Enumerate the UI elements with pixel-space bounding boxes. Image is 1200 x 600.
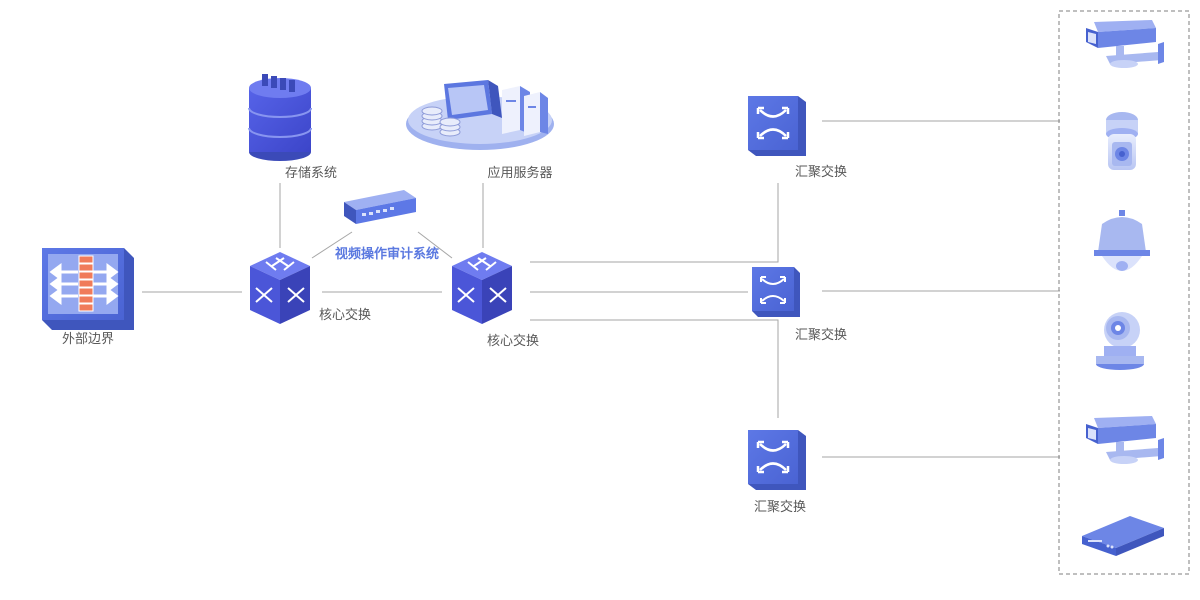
- firewall-icon: [42, 248, 134, 330]
- bullet-camera-icon: [1086, 20, 1164, 68]
- link-core2-agg-bottom: [530, 319, 779, 418]
- server-cluster-icon: [406, 80, 554, 150]
- audit-system-label: 视频操作审计系统: [334, 247, 440, 262]
- database-cylinder-icon: [248, 74, 312, 161]
- core-switch-cube-icon: [452, 252, 512, 324]
- dome-camera-icon: [1094, 210, 1150, 271]
- agg-switch-mid-label: 汇聚交换: [794, 328, 848, 343]
- link-audit-core2: [417, 231, 453, 259]
- app-server-label: 应用服务器: [487, 166, 553, 181]
- external-border-label: 外部边界: [61, 332, 115, 347]
- link-core2-agg-top: [530, 183, 779, 263]
- home-camera-icon: [1096, 312, 1144, 370]
- aggregation-switch-icon: [752, 267, 800, 317]
- agg-switch-bottom-label: 汇聚交换: [753, 500, 807, 515]
- connection-lines: [142, 120, 1060, 458]
- link-audit-core1: [311, 231, 353, 259]
- core-switch-2-label: 核心交换: [486, 334, 540, 349]
- aggregation-switch-icon: [748, 430, 806, 490]
- bullet-camera-icon: [1086, 416, 1164, 464]
- aggregation-switch-icon: [748, 96, 806, 156]
- core-switch-1-label: 核心交换: [318, 308, 372, 323]
- ptz-camera-icon: [1106, 112, 1138, 170]
- camera-group-box: [1058, 10, 1190, 575]
- audit-appliance-icon: [344, 190, 416, 224]
- core-switch-cube-icon: [250, 252, 310, 324]
- storage-label: 存储系统: [284, 166, 338, 181]
- agg-switch-top-label: 汇聚交换: [794, 165, 848, 180]
- nvr-recorder-icon: [1082, 516, 1164, 556]
